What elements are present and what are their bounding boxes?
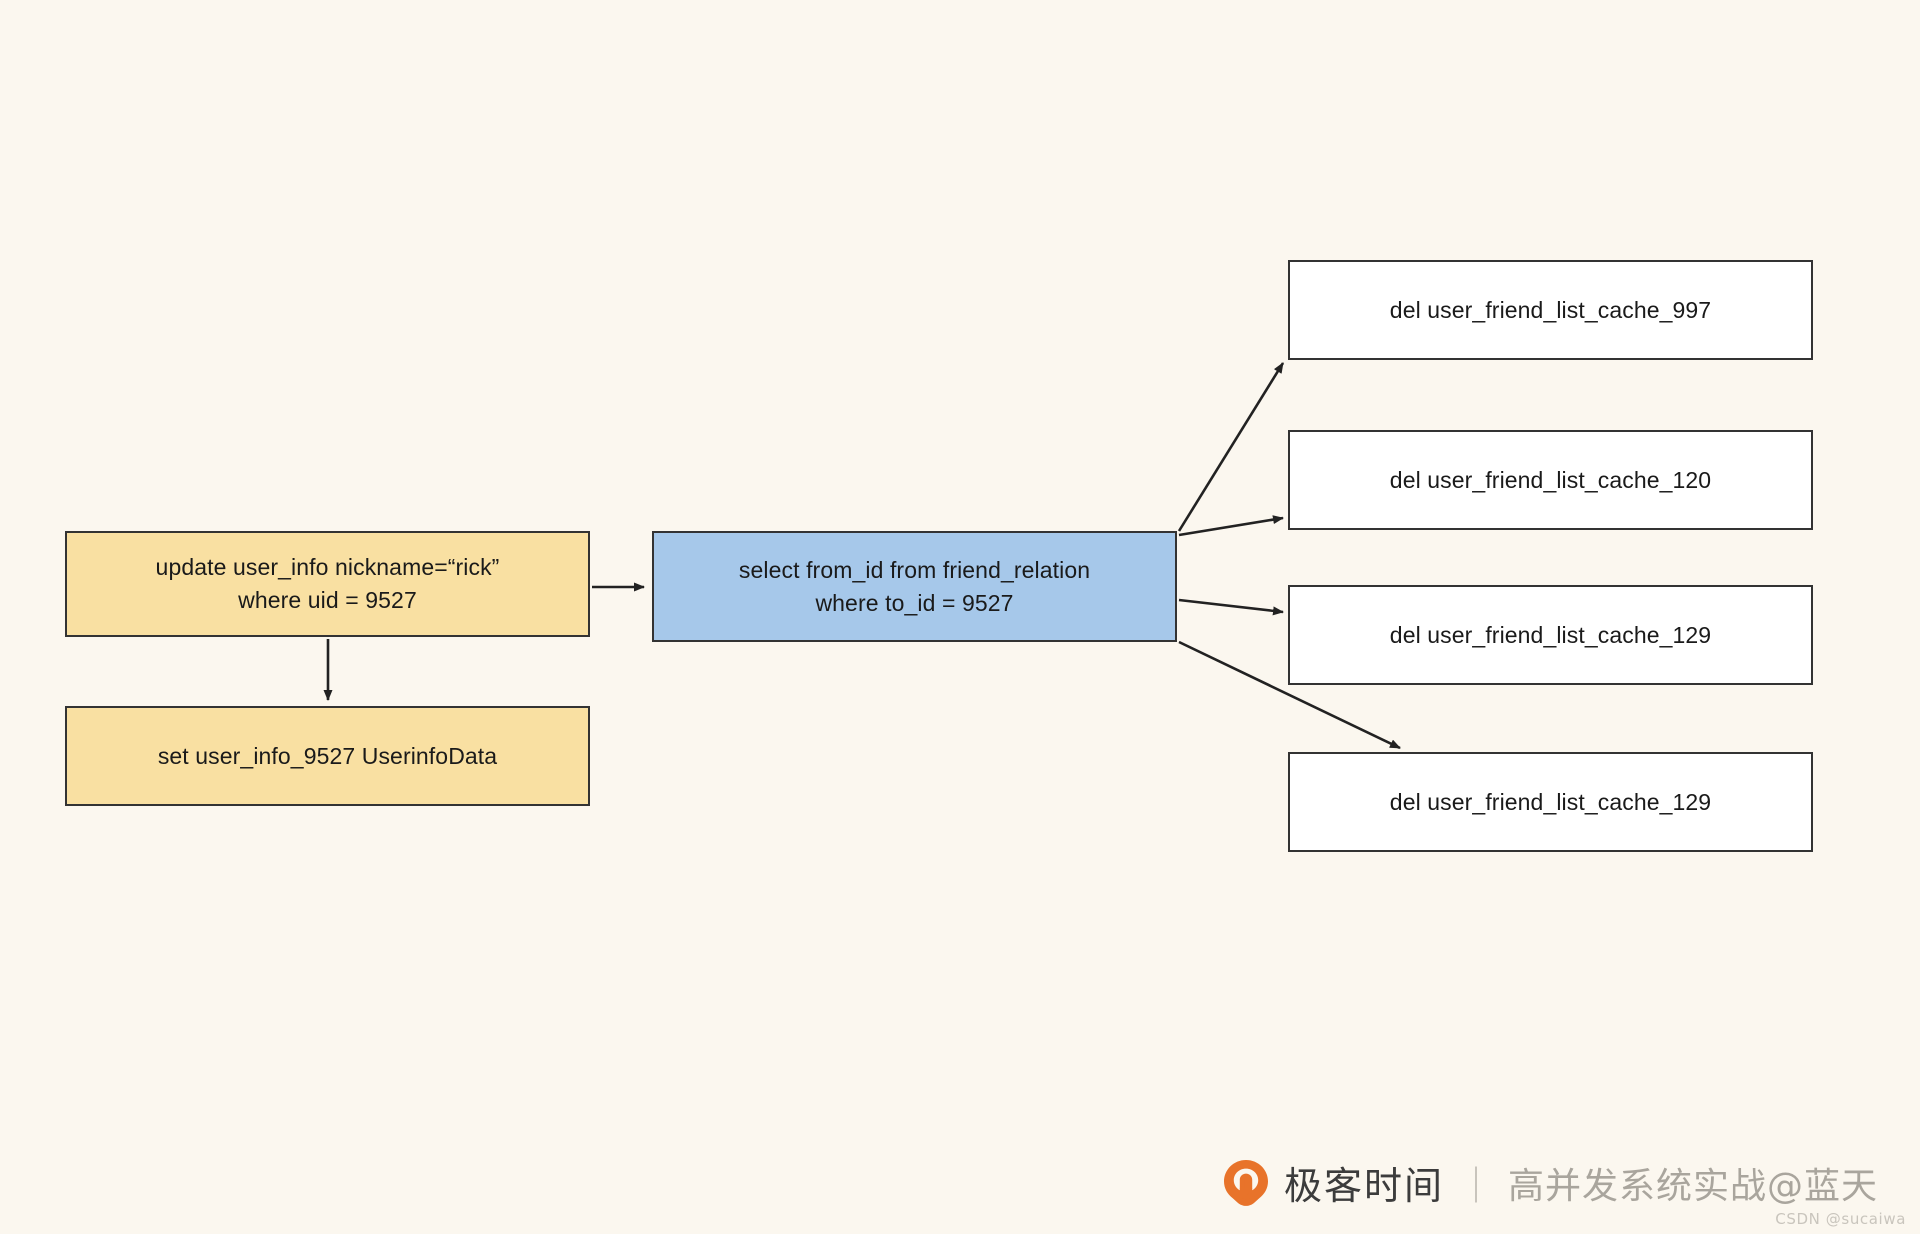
edge-select-to-del-2 [1178, 598, 1284, 616]
watermark-course: 高并发系统实战@蓝天 [1508, 1165, 1879, 1207]
edge-select-to-del-1 [1178, 515, 1284, 537]
node-del-cache-2[interactable]: del user_friend_list_cache_129 [1288, 585, 1813, 685]
watermark-brand: 极客时间 [1284, 1164, 1445, 1208]
node-del-cache-1[interactable]: del user_friend_list_cache_120 [1288, 430, 1813, 530]
geekbang-logo-icon [1224, 1159, 1268, 1206]
watermark: 极客时间 ｜ 高并发系统实战@蓝天 [1220, 1135, 1910, 1230]
node-update-statement[interactable]: update user_info nickname=“rick” where u… [65, 531, 590, 637]
csdn-credit: CSDN @sucaiwa [1775, 1210, 1906, 1228]
node-select-statement[interactable]: select from_id from friend_relation wher… [652, 531, 1177, 642]
node-cache-set[interactable]: set user_info_9527 UserinfoData [65, 706, 590, 806]
watermark-divider: ｜ [1458, 1165, 1495, 1207]
node-del-cache-3[interactable]: del user_friend_list_cache_129 [1288, 752, 1813, 852]
node-del-cache-0[interactable]: del user_friend_list_cache_997 [1288, 260, 1813, 360]
edge-select-to-del-0 [1177, 362, 1285, 532]
